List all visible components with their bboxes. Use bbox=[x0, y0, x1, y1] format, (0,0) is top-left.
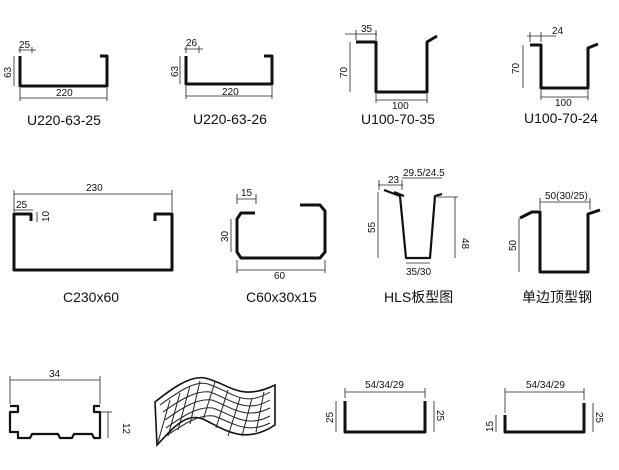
profile-hls: 23 29.5/24.5 55 48 35/30 HLS板型图 bbox=[367, 168, 470, 305]
dim-bottom: 35/30 bbox=[406, 267, 431, 278]
profile-u100-70-24: 24 70 100 U100-70-24 bbox=[511, 26, 599, 126]
caption: U100-70-35 bbox=[361, 111, 435, 127]
dim-lip-h: 10 bbox=[41, 210, 52, 222]
profile-u220-63-25: 25 63 220 U220-63-25 bbox=[3, 40, 109, 128]
dim-top: 26 bbox=[186, 38, 198, 49]
dim-top: 54/34/29 bbox=[526, 380, 565, 391]
dim-width: 220 bbox=[56, 88, 73, 99]
dim-top: 34 bbox=[49, 369, 61, 380]
dim-height: 50 bbox=[508, 239, 519, 251]
dim-height: 30 bbox=[220, 230, 231, 242]
profile-rail: 34 12 bbox=[8, 369, 131, 440]
caption: C230x60 bbox=[63, 289, 119, 305]
dim-top: 35 bbox=[361, 24, 373, 35]
caption: 单边顶型钢 bbox=[522, 289, 592, 305]
dim-left: 55 bbox=[367, 221, 378, 233]
dim-left: 25 bbox=[325, 411, 336, 423]
profile-c60x30x15: 15 30 60 C60x30x15 bbox=[220, 188, 327, 305]
dim-top: 24 bbox=[552, 26, 564, 37]
dim-top: 25 bbox=[19, 40, 31, 51]
dim-height: 63 bbox=[170, 65, 181, 77]
dim-top: 50(30/25) bbox=[545, 191, 588, 202]
dim-height: 70 bbox=[339, 66, 350, 78]
dim-right: 25 bbox=[434, 410, 445, 422]
dim-height: 70 bbox=[511, 62, 522, 74]
dim-top: 15 bbox=[241, 188, 253, 199]
profile-single-side: 50(30/25) 50 单边顶型钢 bbox=[508, 191, 601, 305]
caption: HLS板型图 bbox=[384, 289, 453, 305]
dim-width: 100 bbox=[555, 98, 572, 109]
profile-u-channel-a: 54/34/29 25 25 bbox=[325, 380, 445, 434]
dim-lip: 25 bbox=[16, 200, 28, 211]
dim-height: 63 bbox=[3, 66, 14, 78]
dim-width: 100 bbox=[392, 101, 409, 112]
dim-height: 12 bbox=[120, 423, 131, 435]
dim-top: 230 bbox=[86, 183, 103, 194]
dim-width: 60 bbox=[274, 271, 286, 282]
dim-top: 54/34/29 bbox=[365, 380, 404, 391]
dim-top-a: 23 bbox=[388, 175, 400, 186]
caption: C60x30x15 bbox=[246, 289, 317, 305]
dim-left: 15 bbox=[485, 420, 496, 432]
profile-u220-63-26: 26 63 220 U220-63-26 bbox=[170, 38, 274, 127]
dim-width: 220 bbox=[222, 87, 239, 98]
caption: U100-70-24 bbox=[524, 110, 598, 126]
profile-c230x60: 230 25 10 C230x60 bbox=[12, 183, 174, 305]
dim-right: 48 bbox=[459, 238, 470, 250]
profile-u-channel-b: 54/34/29 15 25 bbox=[485, 380, 604, 434]
dim-top-b: 29.5/24.5 bbox=[403, 168, 445, 179]
corrugated-sheet-sketch bbox=[154, 376, 276, 447]
caption: U220-63-25 bbox=[27, 112, 101, 128]
caption: U220-63-26 bbox=[193, 111, 267, 127]
dim-right: 25 bbox=[593, 412, 604, 424]
profile-u100-70-35: 35 70 100 U100-70-35 bbox=[339, 24, 438, 127]
